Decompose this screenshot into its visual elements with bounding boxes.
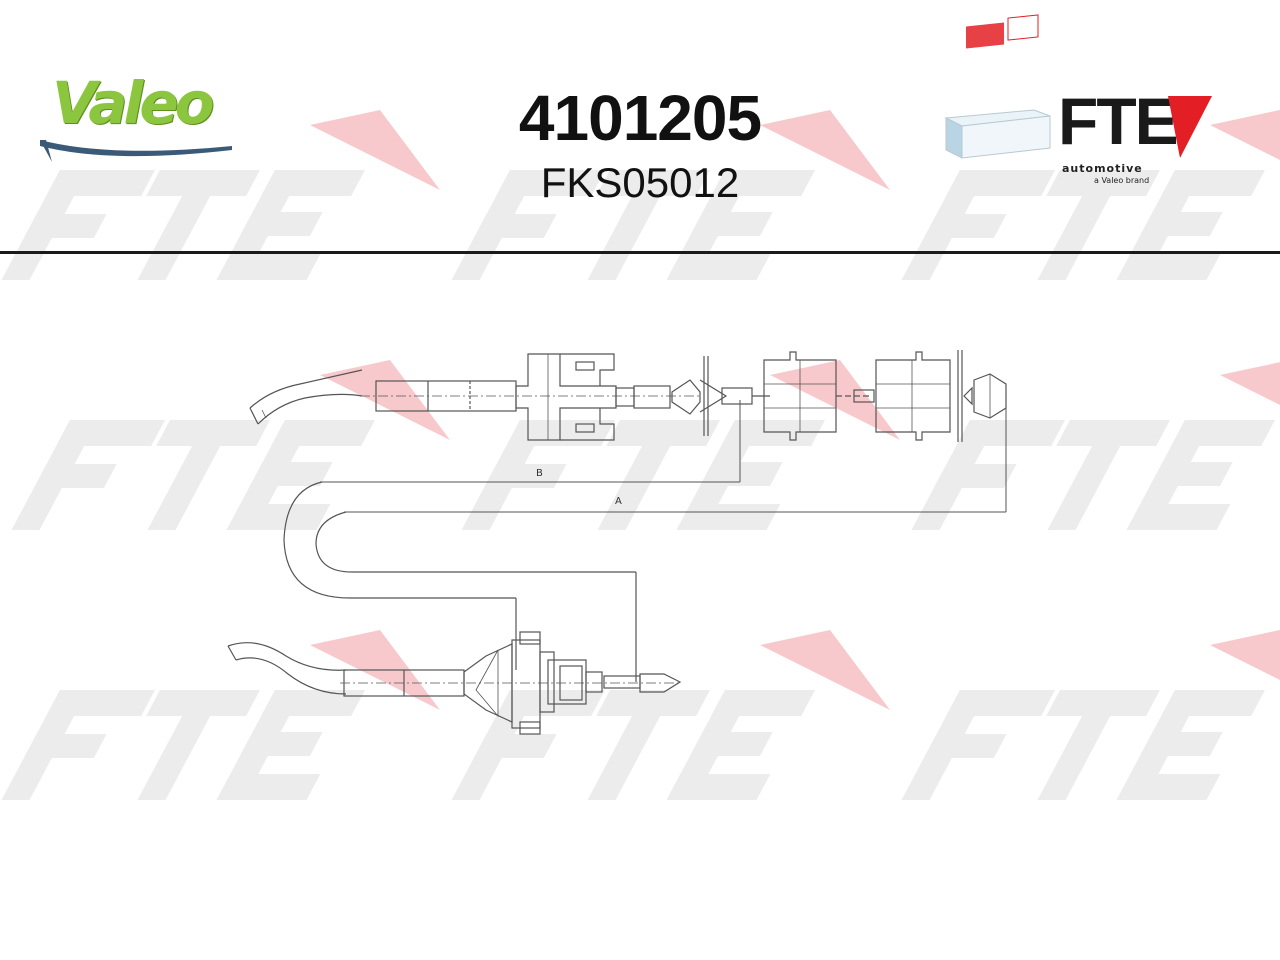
part-number: 4101205 xyxy=(518,82,762,154)
fte-logo: FTE xyxy=(1058,88,1179,154)
reference-number: FKS05012 xyxy=(540,159,740,206)
ball-end xyxy=(963,373,1007,419)
fte-tagline: automotive xyxy=(1062,162,1143,175)
lower-cable-end xyxy=(227,642,347,695)
dimension-label-b: B xyxy=(536,468,543,479)
valeo-logo-text: Valeo xyxy=(52,69,215,137)
upper-clip xyxy=(671,356,770,436)
dimension-label-a: A xyxy=(615,496,622,507)
upper-adjuster xyxy=(515,353,671,441)
header-divider xyxy=(0,251,1280,254)
lower-sheath xyxy=(340,669,680,697)
lower-adjuster xyxy=(463,631,603,735)
valeo-logo: Valeo xyxy=(52,74,215,132)
cable-loop xyxy=(283,481,637,682)
fte-logo-text: FTE xyxy=(1058,84,1179,158)
middle-bracket xyxy=(763,351,875,441)
dimension-lines xyxy=(320,400,1007,513)
upper-cable-end xyxy=(249,369,363,425)
fte-subline: a Valeo brand xyxy=(1094,176,1150,185)
right-bracket xyxy=(875,350,963,442)
lower-end-rod xyxy=(603,673,682,693)
